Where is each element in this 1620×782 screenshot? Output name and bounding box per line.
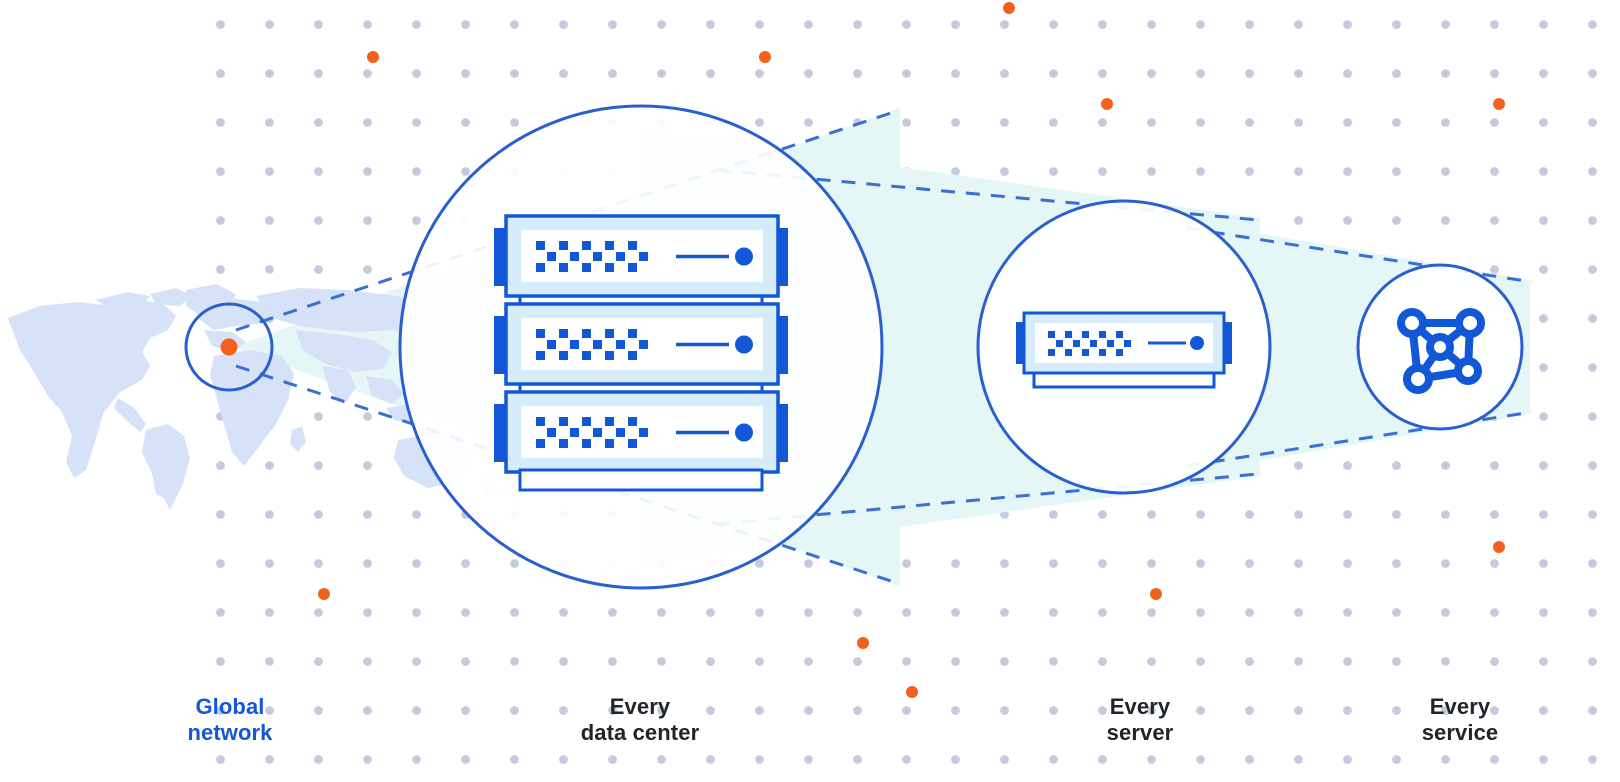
rack-unit bbox=[494, 302, 788, 386]
stage-label-every-data-center: Every data center bbox=[580, 694, 700, 745]
stage-label-every-server: Every server bbox=[1106, 694, 1174, 745]
port-grid bbox=[536, 417, 648, 448]
port-grid bbox=[536, 329, 648, 360]
rack-base-shelf bbox=[518, 468, 764, 492]
rack-unit bbox=[494, 214, 788, 298]
stage-global-network bbox=[184, 302, 274, 392]
stage-label-global-network: Global network bbox=[187, 694, 273, 745]
server-base-shelf bbox=[1032, 371, 1216, 389]
rack-unit bbox=[494, 390, 788, 474]
map-marker-dot bbox=[220, 338, 238, 356]
stage-every-data-center bbox=[398, 104, 884, 590]
stage-label-every-service: Every service bbox=[1421, 694, 1499, 745]
stage-every-server bbox=[976, 199, 1272, 495]
server-unit bbox=[1016, 311, 1232, 389]
dot-grid-highlights bbox=[318, 2, 1505, 698]
port-grid bbox=[536, 241, 648, 272]
stage-every-service bbox=[1356, 263, 1524, 431]
port-grid bbox=[1048, 331, 1131, 356]
mesh-network-nodes bbox=[1397, 308, 1485, 394]
